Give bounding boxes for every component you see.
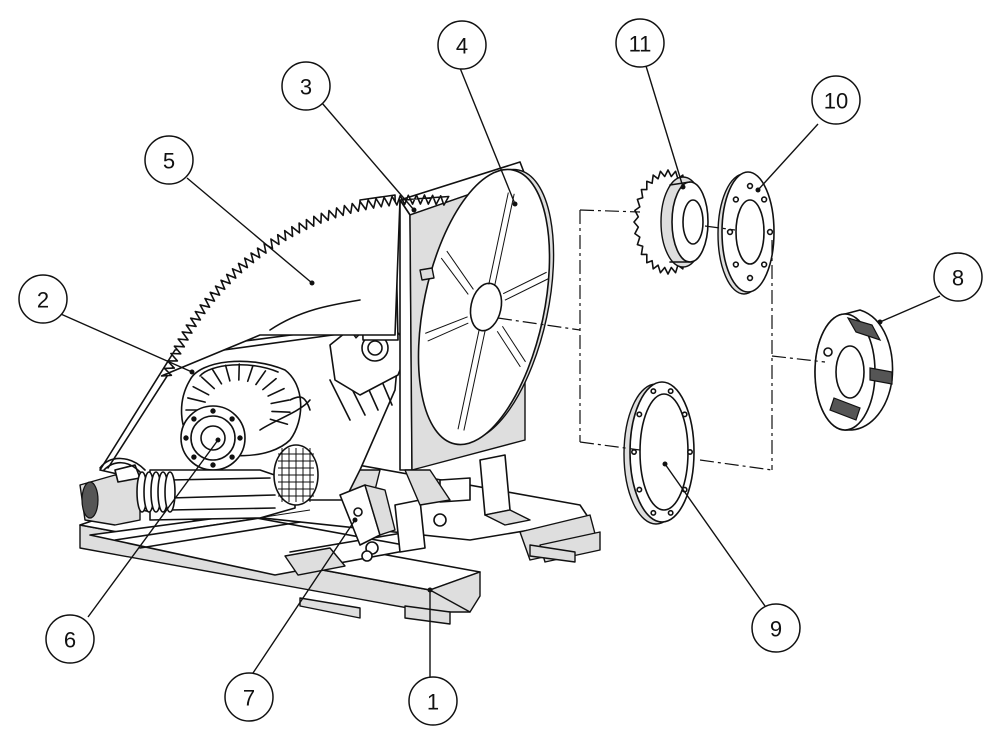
callout-7-label: 7 — [243, 686, 255, 711]
callout-6-label: 6 — [64, 628, 76, 653]
callout-9: 9 — [751, 603, 801, 653]
callout-6: 6 — [45, 614, 95, 664]
callout-11-circle — [615, 18, 665, 68]
callout-5: 5 — [144, 135, 194, 185]
callout-9-circle — [751, 603, 801, 653]
callout-3-label: 3 — [300, 75, 312, 100]
callout-1-circle — [408, 676, 458, 726]
callout-8-label: 8 — [952, 266, 964, 291]
large-gear — [160, 194, 450, 377]
callout-1: 1 — [408, 676, 458, 726]
flange-plate — [717, 171, 775, 295]
callout-10-label: 10 — [824, 89, 848, 114]
chuck — [814, 309, 894, 431]
callout-3-circle — [281, 61, 331, 111]
faceplate — [417, 168, 555, 446]
motor-gearbox — [79, 360, 319, 526]
callout-2-label: 2 — [37, 288, 49, 313]
assembly-center-lines — [497, 209, 826, 471]
callout-6-circle — [45, 614, 95, 664]
callout-3: 3 — [281, 61, 331, 111]
callout-11-label: 11 — [629, 32, 652, 57]
callout-8-circle — [933, 252, 983, 302]
callout-4-circle — [437, 20, 487, 70]
callout-4: 4 — [437, 20, 487, 70]
callout-5-label: 5 — [163, 149, 175, 174]
callout-8: 8 — [933, 252, 983, 302]
callout-2-circle — [18, 274, 68, 324]
callout-10: 10 — [811, 75, 861, 125]
callout-11: 11 — [615, 18, 665, 68]
callout-1-label: 1 — [427, 690, 439, 715]
callout-10-circle — [811, 75, 861, 125]
support-bracket — [339, 484, 396, 546]
leader-lines — [53, 65, 941, 677]
callout-4-label: 4 — [456, 34, 468, 59]
ring-plate — [623, 381, 695, 525]
callout-7: 7 — [224, 672, 274, 722]
callout-7-circle — [224, 672, 274, 722]
callout-9-label: 9 — [770, 617, 782, 642]
callout-2: 2 — [18, 274, 68, 324]
callout-5-circle — [144, 135, 194, 185]
sprocket — [633, 169, 709, 275]
